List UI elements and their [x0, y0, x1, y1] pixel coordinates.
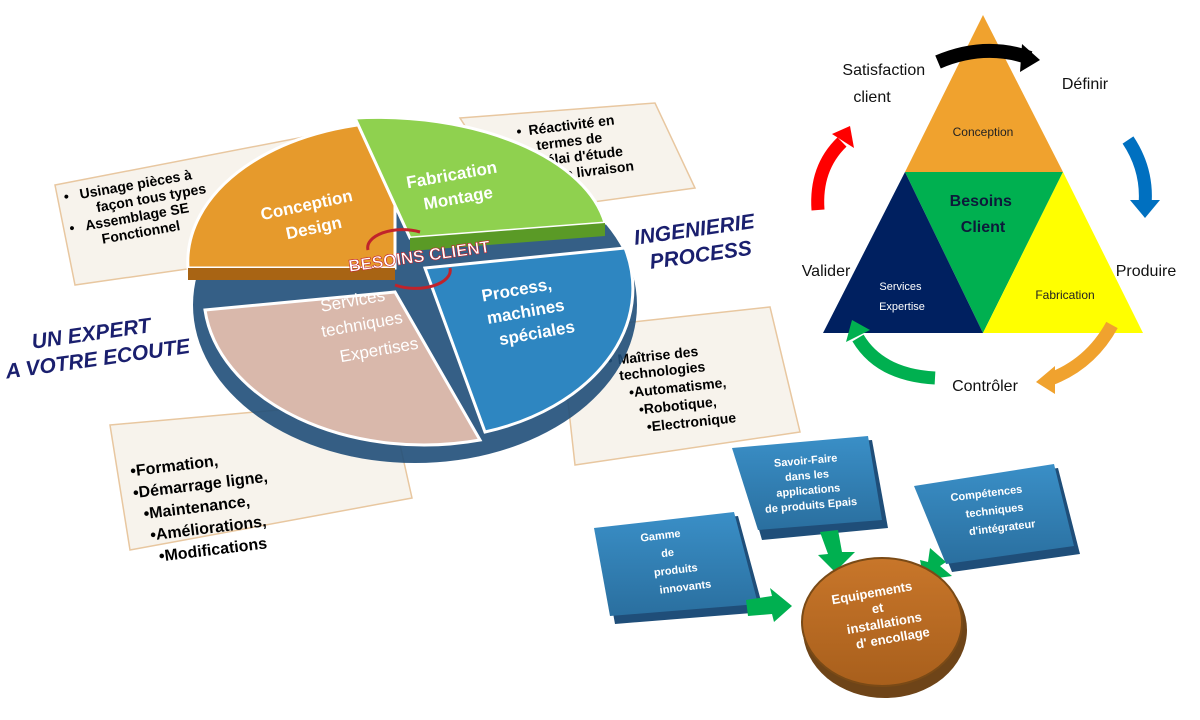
pie-segment-conception	[186, 120, 397, 270]
cycle-label-satisfaction: Satisfaction client	[842, 62, 929, 106]
triangle-label-fabrication: Fabrication	[1035, 288, 1094, 302]
cycle-label-produire: Produire	[1116, 263, 1177, 280]
triangle-label-conception: Conception	[953, 125, 1014, 139]
triangle-right-fabrication	[983, 172, 1143, 333]
arrow-red-icon	[811, 137, 847, 211]
cycle-label-valider: Valider	[802, 263, 851, 280]
circle-equipements: Equipements et installations d' encollag…	[801, 557, 967, 698]
triangle-label-services: Services Expertise	[879, 281, 925, 313]
cycle-label-definir: Définir	[1062, 76, 1109, 93]
triangle-diagram: Conception Besoins Client Services Exper…	[802, 15, 1177, 395]
pie-segment-services	[203, 290, 483, 447]
heading-ingenierie: INGENIERIE PROCESS	[633, 209, 766, 275]
triangle-label-besoins: Besoins Client	[950, 193, 1017, 236]
competence-boxes: Savoir-Faire dans les applications de pr…	[594, 436, 1080, 698]
arrow-black-icon	[935, 43, 1033, 69]
triangle-left-services	[823, 172, 983, 333]
green-arrow-icon	[818, 530, 855, 572]
box-savoir-faire: Savoir-Faire dans les applications de pr…	[732, 436, 888, 540]
pie-segment-fabrication	[352, 115, 607, 240]
arrow-green-icon	[852, 334, 936, 385]
arrow-blue-icon	[1122, 136, 1152, 206]
cycle-label-controler: Contrôler	[952, 378, 1018, 395]
box-competences: Compétences techniques d'intégrateur	[914, 464, 1080, 572]
green-arrow-icon	[746, 588, 792, 622]
arrow-orange-icon	[1045, 321, 1118, 387]
triangle-center-besoins	[905, 172, 1063, 333]
triangle-top-conception	[905, 15, 1063, 172]
pie-chart: Conception Design Fabrication Montage Pr…	[186, 115, 637, 463]
heading-expert: UN EXPERT A VOTRE ECOUTE	[0, 309, 192, 384]
box-gamme: Gamme de produits innovants	[594, 512, 764, 624]
svg-text:Gamme de produ: Gamme de produits innovants	[640, 525, 712, 598]
pie-segment-process	[422, 246, 635, 434]
